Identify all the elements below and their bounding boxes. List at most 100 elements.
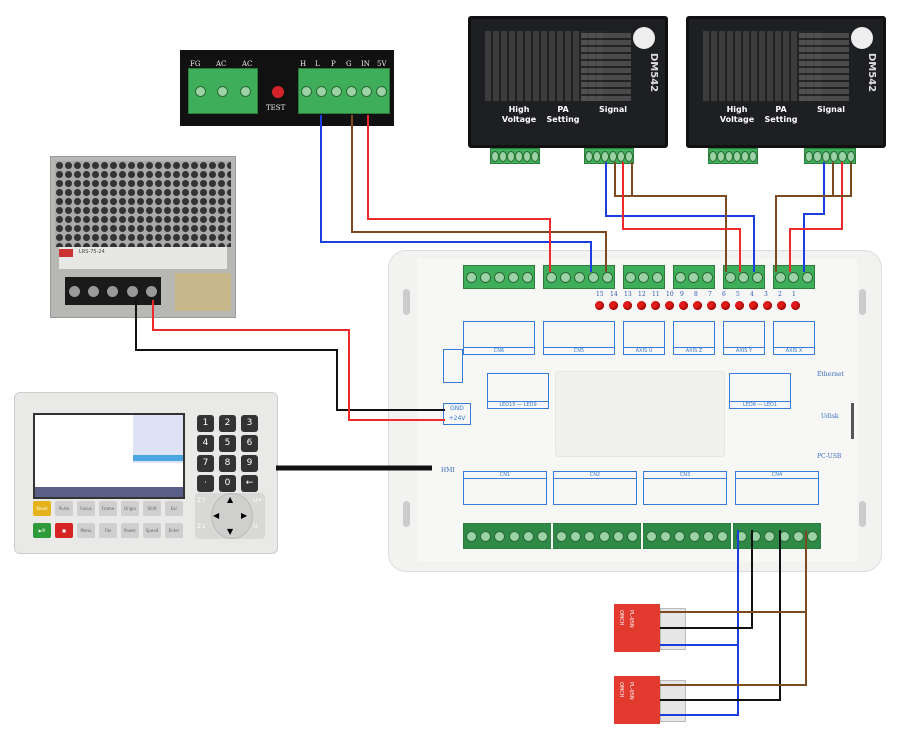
wire-drv1-red [622,162,741,272]
cn5-label-box: CN5 [543,321,615,355]
led15-9-title: LED15 — LED9 [488,401,548,408]
led-9 [679,301,688,310]
relay-model: PL-05N [628,610,634,628]
cn6-label-box: CN6 [463,321,535,355]
laser-power-supply: FG AC AC TEST H L P G IN 5V [180,50,394,126]
led-8 [693,301,702,310]
axis-x-title: AXIS X [774,347,814,354]
cn2-label-box: CN2 [553,471,637,505]
led-15 [595,301,604,310]
function-key[interactable]: Esc [165,501,183,516]
function-key[interactable]: Power [121,523,139,538]
function-key[interactable]: Speed [143,523,161,538]
led-1 [791,301,800,310]
numpad-key[interactable]: 0 [219,475,236,492]
z-up-button[interactable]: Z↑ [197,497,207,504]
function-key[interactable]: Reset [33,501,51,516]
axis-y-terminal [723,265,765,289]
cn5-title: CN5 [544,347,614,354]
24v-label: +24V [448,415,466,422]
stepper-driver-1: DM542 High Voltage PA Setting Signal [468,16,668,148]
chip-area [555,371,725,457]
function-key[interactable]: Shift [143,501,161,516]
numpad-key[interactable]: 2 [219,415,236,432]
led-number: 10 [666,291,674,298]
wire-laser-l [320,115,592,272]
function-key[interactable]: Frame [99,501,117,516]
z-down-button[interactable]: Z↓ [197,523,207,530]
cn3-label-box: CN3 [643,471,727,505]
psu-label: LRS-75-24 [59,247,227,269]
cn2-terminal [553,523,641,549]
arrow-up-icon[interactable]: ▲ [227,495,234,504]
led-number: 5 [736,291,740,298]
axis-z-title: AXIS Z [674,347,714,354]
wire-drv1-blue [605,162,755,272]
led-number: 11 [652,291,660,298]
function-key[interactable]: Pulse [55,501,73,516]
led-number: 7 [708,291,712,298]
terminal-label: IN [361,60,370,68]
ac-terminal-block [188,68,258,114]
terminal-label: P [331,60,336,68]
driver-2-power-terminal [708,148,758,164]
wire-drv2-brown [775,162,834,272]
u-plus-button[interactable]: U+ [253,497,263,504]
section-label: High Voltage [501,105,537,124]
function-key[interactable]: ■ [55,523,73,538]
24v-power-supply: LRS-75-24 [50,156,236,318]
led-number: 8 [694,291,698,298]
test-button[interactable] [272,86,284,98]
udisk-slot[interactable] [851,403,854,439]
relay-brand: OMCH [618,610,624,626]
led-4 [749,301,758,310]
led8-1-label-box: LED8 — LED1 [729,373,791,409]
function-key[interactable]: Enter [165,523,183,538]
terminal-label: AC [216,60,227,68]
numpad-key[interactable]: 6 [241,435,258,452]
led-5 [735,301,744,310]
function-key[interactable]: File [99,523,117,538]
function-key[interactable]: Menu [77,523,95,538]
terminal-label: L [315,60,320,68]
function-key[interactable]: Origin [121,501,139,516]
led-number: 9 [680,291,684,298]
wire-relay-black1 [660,530,753,629]
function-key[interactable]: ▶/II [33,523,51,538]
numpad-key[interactable]: 8 [219,455,236,472]
axis-y-label-box: AXIS Y [723,321,765,355]
numpad-key[interactable]: 7 [197,455,214,472]
ethernet-port-label: Ethernet [817,371,844,378]
numpad-key[interactable]: 5 [219,435,236,452]
numpad-key[interactable]: 4 [197,435,214,452]
arrow-down-icon[interactable]: ▼ [227,527,234,536]
cn2-title: CN2 [554,472,636,479]
driver-1-signal-terminal [584,148,634,164]
axis-x-label-box: AXIS X [773,321,815,355]
numpad-key[interactable]: 3 [241,415,258,432]
axis-u-title: AXIS U [624,347,664,354]
cn6-title: CN6 [464,347,534,354]
wire-drv2-red [789,162,843,272]
gnd-label: GND [450,405,464,412]
numpad-key[interactable]: · [197,475,214,492]
numpad-key[interactable]: 9 [241,455,258,472]
u-minus-button[interactable]: U- [253,523,260,530]
arrow-right-icon[interactable]: ▶ [241,511,248,520]
wire-laser-in [367,115,551,272]
numpad-key[interactable]: ← [241,475,258,492]
led-number: 6 [722,291,726,298]
wire-drv2-blue [803,162,825,272]
cn5-terminal [543,265,615,289]
numpad-key[interactable]: 1 [197,415,214,432]
wire-laser-g [351,115,607,272]
function-key[interactable]: Focus [77,501,95,516]
screen-status-bar [35,487,183,497]
led15-9-label-box: LED15 — LED9 [487,373,549,409]
axis-y-title: AXIS Y [724,347,764,354]
direction-pad[interactable]: ▲ ▼ ◀ ▶ Z↑ Z↓ U+ U- [195,493,265,539]
arrow-left-icon[interactable]: ◀ [213,511,220,520]
axis-u-label-box: AXIS U [623,321,665,355]
relay-model: PL-05N [628,682,634,700]
